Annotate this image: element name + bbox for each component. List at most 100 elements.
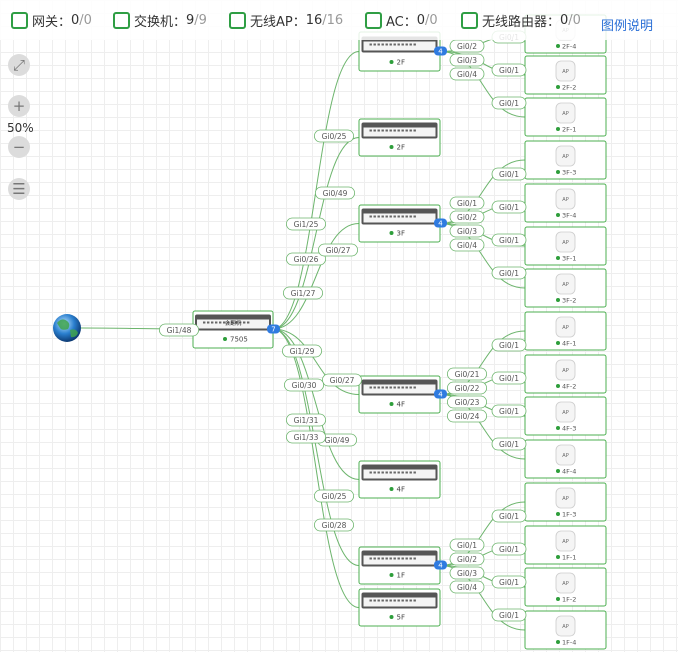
port-label-bg (446, 395, 487, 409)
internet-globe-icon[interactable] (53, 314, 81, 342)
switch-name: 7505 (230, 336, 248, 344)
ap-icon-text: AP (562, 410, 568, 416)
gateway-icon (11, 12, 28, 29)
zoom-level: 50% (7, 121, 34, 135)
switch-name: 2F (397, 59, 405, 67)
port-label-text: Gi0/1 (499, 236, 519, 245)
legend-gateway[interactable]: 网关：0/0 (11, 11, 92, 30)
ap-device-icon (555, 273, 576, 295)
port-label-text: Gi0/30 (292, 381, 317, 390)
switch-port-icon (381, 599, 384, 602)
port-label-bg (446, 367, 487, 381)
switch-node[interactable]: 2F4 (358, 31, 447, 72)
legend-help-link[interactable]: 图例说明 (601, 19, 654, 34)
switch-node[interactable]: 2F (358, 118, 441, 157)
zoom-in-button[interactable]: + (8, 95, 30, 117)
switch-node[interactable]: 3F4 (358, 204, 447, 243)
legend-ac[interactable]: AC：0/0 (365, 11, 438, 30)
port-label: Gi0/1 (491, 608, 527, 622)
ap-device-icon (555, 60, 576, 82)
status-dot-icon (556, 170, 560, 174)
zoom-out-button[interactable]: − (8, 136, 30, 158)
switch-port-icon (215, 321, 218, 324)
status-dot-icon (556, 213, 560, 217)
ap-name: 4F-3 (562, 425, 576, 433)
status-dot-icon (556, 555, 560, 559)
port-label-bg (449, 580, 485, 594)
switch-port-icon (397, 599, 400, 602)
ap-icon-text: AP (562, 453, 568, 459)
switch-port-icon (385, 599, 388, 602)
ap-icon-text: AP (562, 111, 568, 117)
port-label-text: Gi0/1 (499, 512, 519, 521)
switch-name: 5F (397, 614, 405, 622)
switch-port-icon (389, 557, 392, 560)
port-label-bg (491, 233, 527, 247)
port-label-text: Gi0/1 (457, 541, 477, 550)
switch-port-icon (393, 215, 396, 218)
switch-port-icon (389, 471, 392, 474)
port-label-text: Gi0/28 (322, 521, 347, 530)
switch-node[interactable]: 1F4 (358, 546, 447, 585)
ap-icon-text: AP (562, 282, 568, 288)
port-label-text: Gi0/3 (457, 227, 477, 236)
port-label-bg (491, 96, 527, 110)
link-line (272, 328, 360, 395)
port-label: Gi0/4 (449, 238, 485, 252)
status-dot-icon (556, 597, 560, 601)
switch-node[interactable]: 4F (358, 460, 441, 499)
globe-land (70, 329, 78, 338)
switch-port-icon (373, 43, 376, 46)
switch-port-icon (385, 129, 388, 132)
legend-ap[interactable]: 无线AP：16/16 (229, 11, 343, 30)
ap-device-icon (555, 231, 576, 253)
port-label-text: Gi1/33 (294, 433, 319, 442)
list-view-button[interactable]: ☰ (8, 178, 30, 200)
port-label: Gi0/1 (491, 63, 527, 77)
ap-device-icon (555, 359, 576, 381)
switch-port-icon (385, 215, 388, 218)
port-label: Gi0/1 (491, 200, 527, 214)
ap-icon-text: AP (562, 624, 568, 630)
switch-port-icon (381, 129, 384, 132)
port-label-bg (491, 575, 527, 589)
port-label: Gi0/2 (449, 39, 485, 53)
ap-icon-text: AP (562, 240, 568, 246)
status-dot-icon (556, 426, 560, 430)
switch-node[interactable]: 5F (358, 588, 441, 627)
port-label-bg (449, 538, 485, 552)
ap-name: 1F-2 (562, 596, 576, 604)
port-label-bg (449, 566, 485, 580)
ap-icon-text: AP (562, 325, 568, 331)
fit-screen-button[interactable]: ⤢ (8, 54, 30, 76)
port-label-text: Gi1/25 (294, 220, 319, 229)
ap-node[interactable]: AP 4F-3 (524, 396, 607, 436)
ap-name: 2F-4 (562, 43, 576, 51)
switch-name: 2F (397, 144, 405, 152)
port-label-text: Gi0/2 (457, 42, 477, 51)
port-label-bg (446, 409, 487, 423)
port-label: Gi0/4 (449, 67, 485, 81)
legend-router[interactable]: 无线路由器：0/0 (461, 11, 581, 30)
count-badge (267, 324, 280, 334)
port-label-bg (449, 67, 485, 81)
legend-switch[interactable]: 交换机：9/9 (113, 11, 207, 30)
port-label-bg (449, 196, 485, 210)
switch-node[interactable]: 4F4 (358, 375, 447, 414)
switch-port-icon (413, 386, 416, 389)
